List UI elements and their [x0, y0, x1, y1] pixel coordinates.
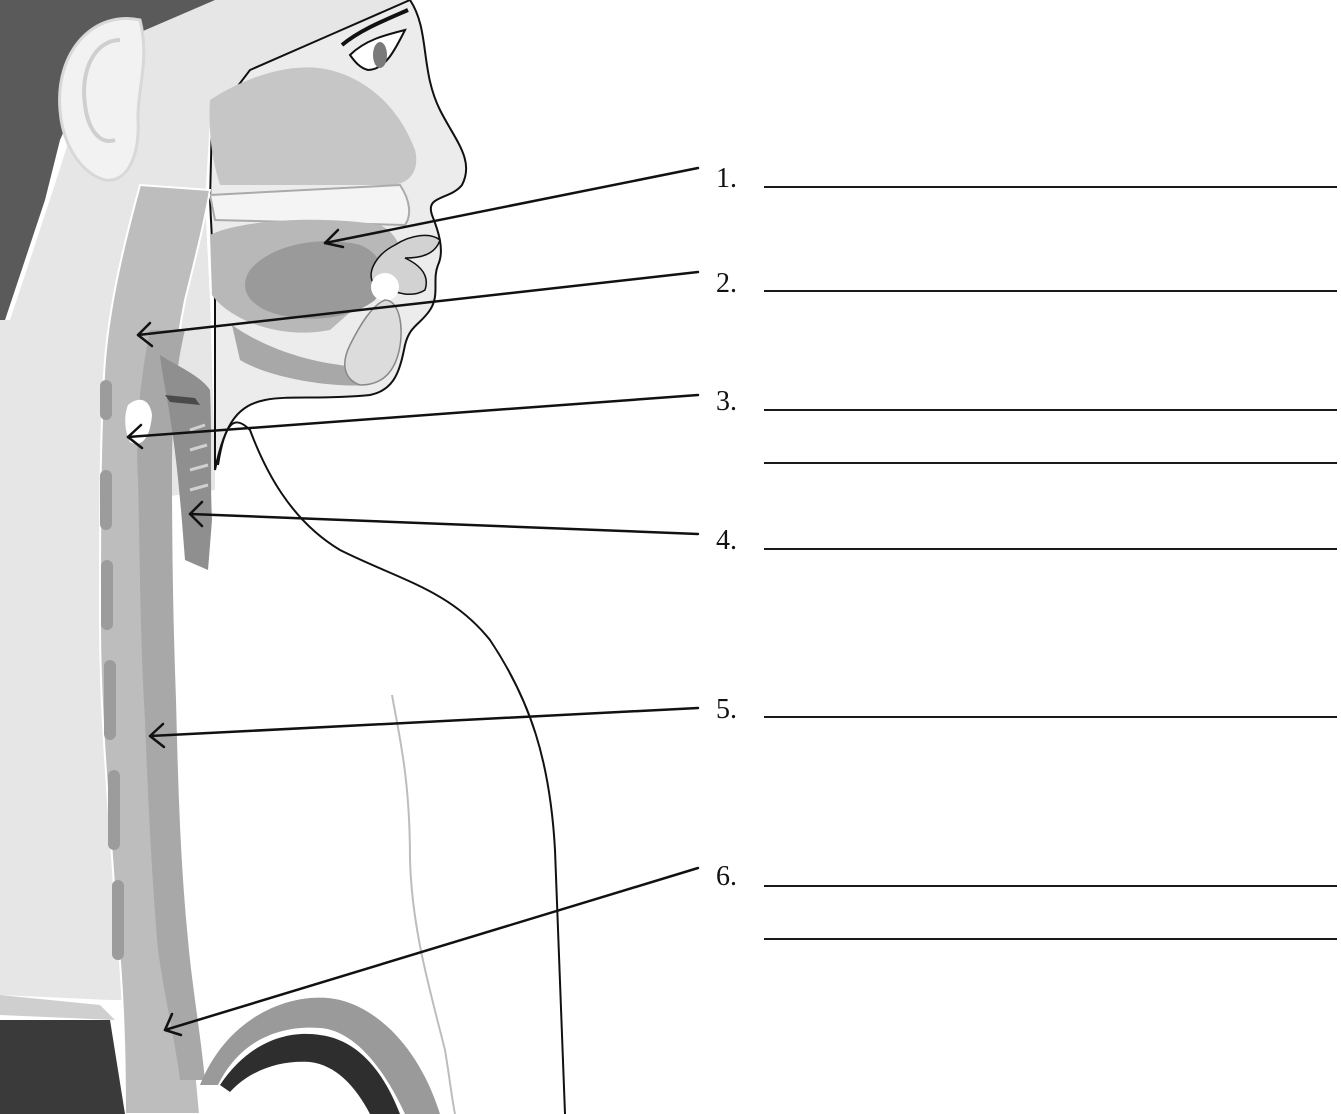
vertebra [100, 380, 112, 420]
label-number-2: 2. [716, 270, 737, 298]
label-number-5: 5. [716, 696, 737, 724]
answer-blank-6b[interactable] [764, 938, 1337, 940]
answer-blank-2[interactable] [764, 290, 1337, 292]
answer-blank-5[interactable] [764, 716, 1337, 718]
answer-blank-6a[interactable] [764, 885, 1337, 887]
vertebra [104, 660, 116, 740]
pointer-arrow [190, 514, 698, 534]
label-number-6: 6. [716, 863, 737, 891]
answer-blank-1[interactable] [764, 186, 1337, 188]
label-number-1: 1. [716, 165, 737, 193]
answer-blank-3b[interactable] [764, 462, 1337, 464]
vertebra [108, 770, 120, 850]
answer-blank-3a[interactable] [764, 409, 1337, 411]
pointer-arrow [165, 868, 698, 1030]
label-number-4: 4. [716, 527, 737, 555]
vertebra [100, 470, 112, 530]
vertebra [112, 880, 124, 960]
torso-dark [0, 1020, 125, 1114]
answer-blank-4[interactable] [764, 548, 1337, 550]
vertebra [101, 560, 113, 630]
pointer-arrow [150, 708, 698, 736]
mouth-opening [371, 273, 399, 301]
pointer-arrow [128, 395, 698, 437]
iris [373, 42, 387, 68]
label-number-3: 3. [716, 388, 737, 416]
